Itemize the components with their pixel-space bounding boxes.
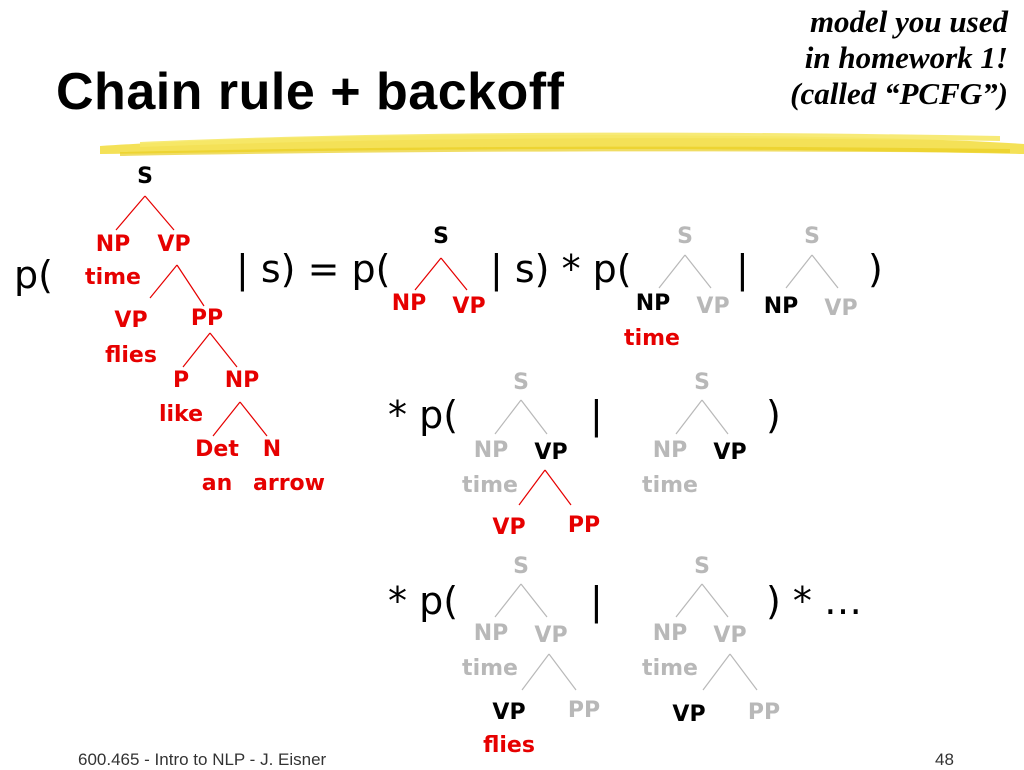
eq-times-p-2: * p(	[388, 393, 459, 437]
eq-times-p-3: * p(	[388, 579, 459, 623]
tree-node: NP	[652, 621, 688, 646]
tree-node: NP	[652, 438, 688, 463]
tree-node: NP	[95, 232, 131, 257]
tree-node: S	[433, 224, 449, 249]
eq-close-2: )	[766, 393, 781, 437]
tree-node: S	[513, 370, 529, 395]
eq-close-3: ) * …	[766, 579, 862, 623]
tree-word: arrow	[253, 471, 325, 496]
page-number: 48	[935, 750, 954, 769]
tree-node: NP	[224, 368, 260, 393]
tree-node: VP	[157, 232, 191, 257]
tree-node: Det	[195, 437, 239, 462]
slide-note: model you used in homework 1! (called “P…	[790, 4, 1008, 112]
tree-node: VP	[696, 294, 730, 319]
tree-node: S	[694, 370, 710, 395]
tree-node: PP	[567, 513, 601, 538]
eq-given-s-times: | s) * p(	[490, 247, 632, 291]
tree-node: PP	[567, 698, 601, 723]
tree-node: NP	[763, 294, 799, 319]
tree-node: NP	[473, 621, 509, 646]
note-line-2: in homework 1!	[804, 40, 1008, 75]
tree-node: VP	[713, 623, 747, 648]
tree-node: VP	[114, 308, 148, 333]
tree-word: an	[201, 471, 233, 496]
eq-close-1: )	[868, 247, 883, 291]
tree-word: time	[462, 656, 518, 681]
note-line-1: model you used	[809, 4, 1008, 39]
tree-word: time	[462, 473, 518, 498]
tree-node: N	[262, 437, 282, 462]
tree-node: NP	[635, 291, 671, 316]
tree-node: S	[677, 224, 693, 249]
tree-word: time	[642, 656, 698, 681]
tree-word: flies	[105, 343, 157, 368]
tree-node: S	[513, 554, 529, 579]
eq-given-s-equals: | s) = p(	[236, 247, 391, 291]
eq-bar-2: |	[590, 393, 603, 437]
tree-word: time	[85, 265, 141, 290]
tree-node: P	[172, 368, 190, 393]
highlighter-stroke	[100, 132, 1024, 156]
tree-word: like	[158, 402, 204, 427]
tree-node: VP	[534, 623, 568, 648]
tree-node: VP	[713, 440, 747, 465]
tree-word: time	[642, 473, 698, 498]
tree-node: NP	[473, 438, 509, 463]
note-line-3: (called “PCFG”)	[790, 76, 1008, 111]
tree-word: flies	[483, 733, 535, 758]
footer-text: 600.465 - Intro to NLP - J. Eisner	[78, 750, 327, 769]
tree-node: VP	[534, 440, 568, 465]
tree-node: VP	[672, 702, 706, 727]
tree-node: PP	[747, 700, 781, 725]
eq-bar-3: |	[590, 579, 603, 623]
tree-node: VP	[492, 515, 526, 540]
tree-node: S	[804, 224, 820, 249]
eq-bar-1: |	[736, 247, 749, 291]
tree-node: VP	[824, 296, 858, 321]
tree-node: VP	[452, 294, 486, 319]
tree-node: NP	[391, 291, 427, 316]
tree-node: VP	[492, 700, 526, 725]
tree-node: PP	[190, 306, 224, 331]
tree-node: S	[137, 164, 153, 189]
tree-node: S	[694, 554, 710, 579]
tree-word: time	[624, 326, 680, 351]
eq-p-open: p(	[14, 253, 53, 297]
slide-title: Chain rule + backoff	[56, 63, 565, 121]
